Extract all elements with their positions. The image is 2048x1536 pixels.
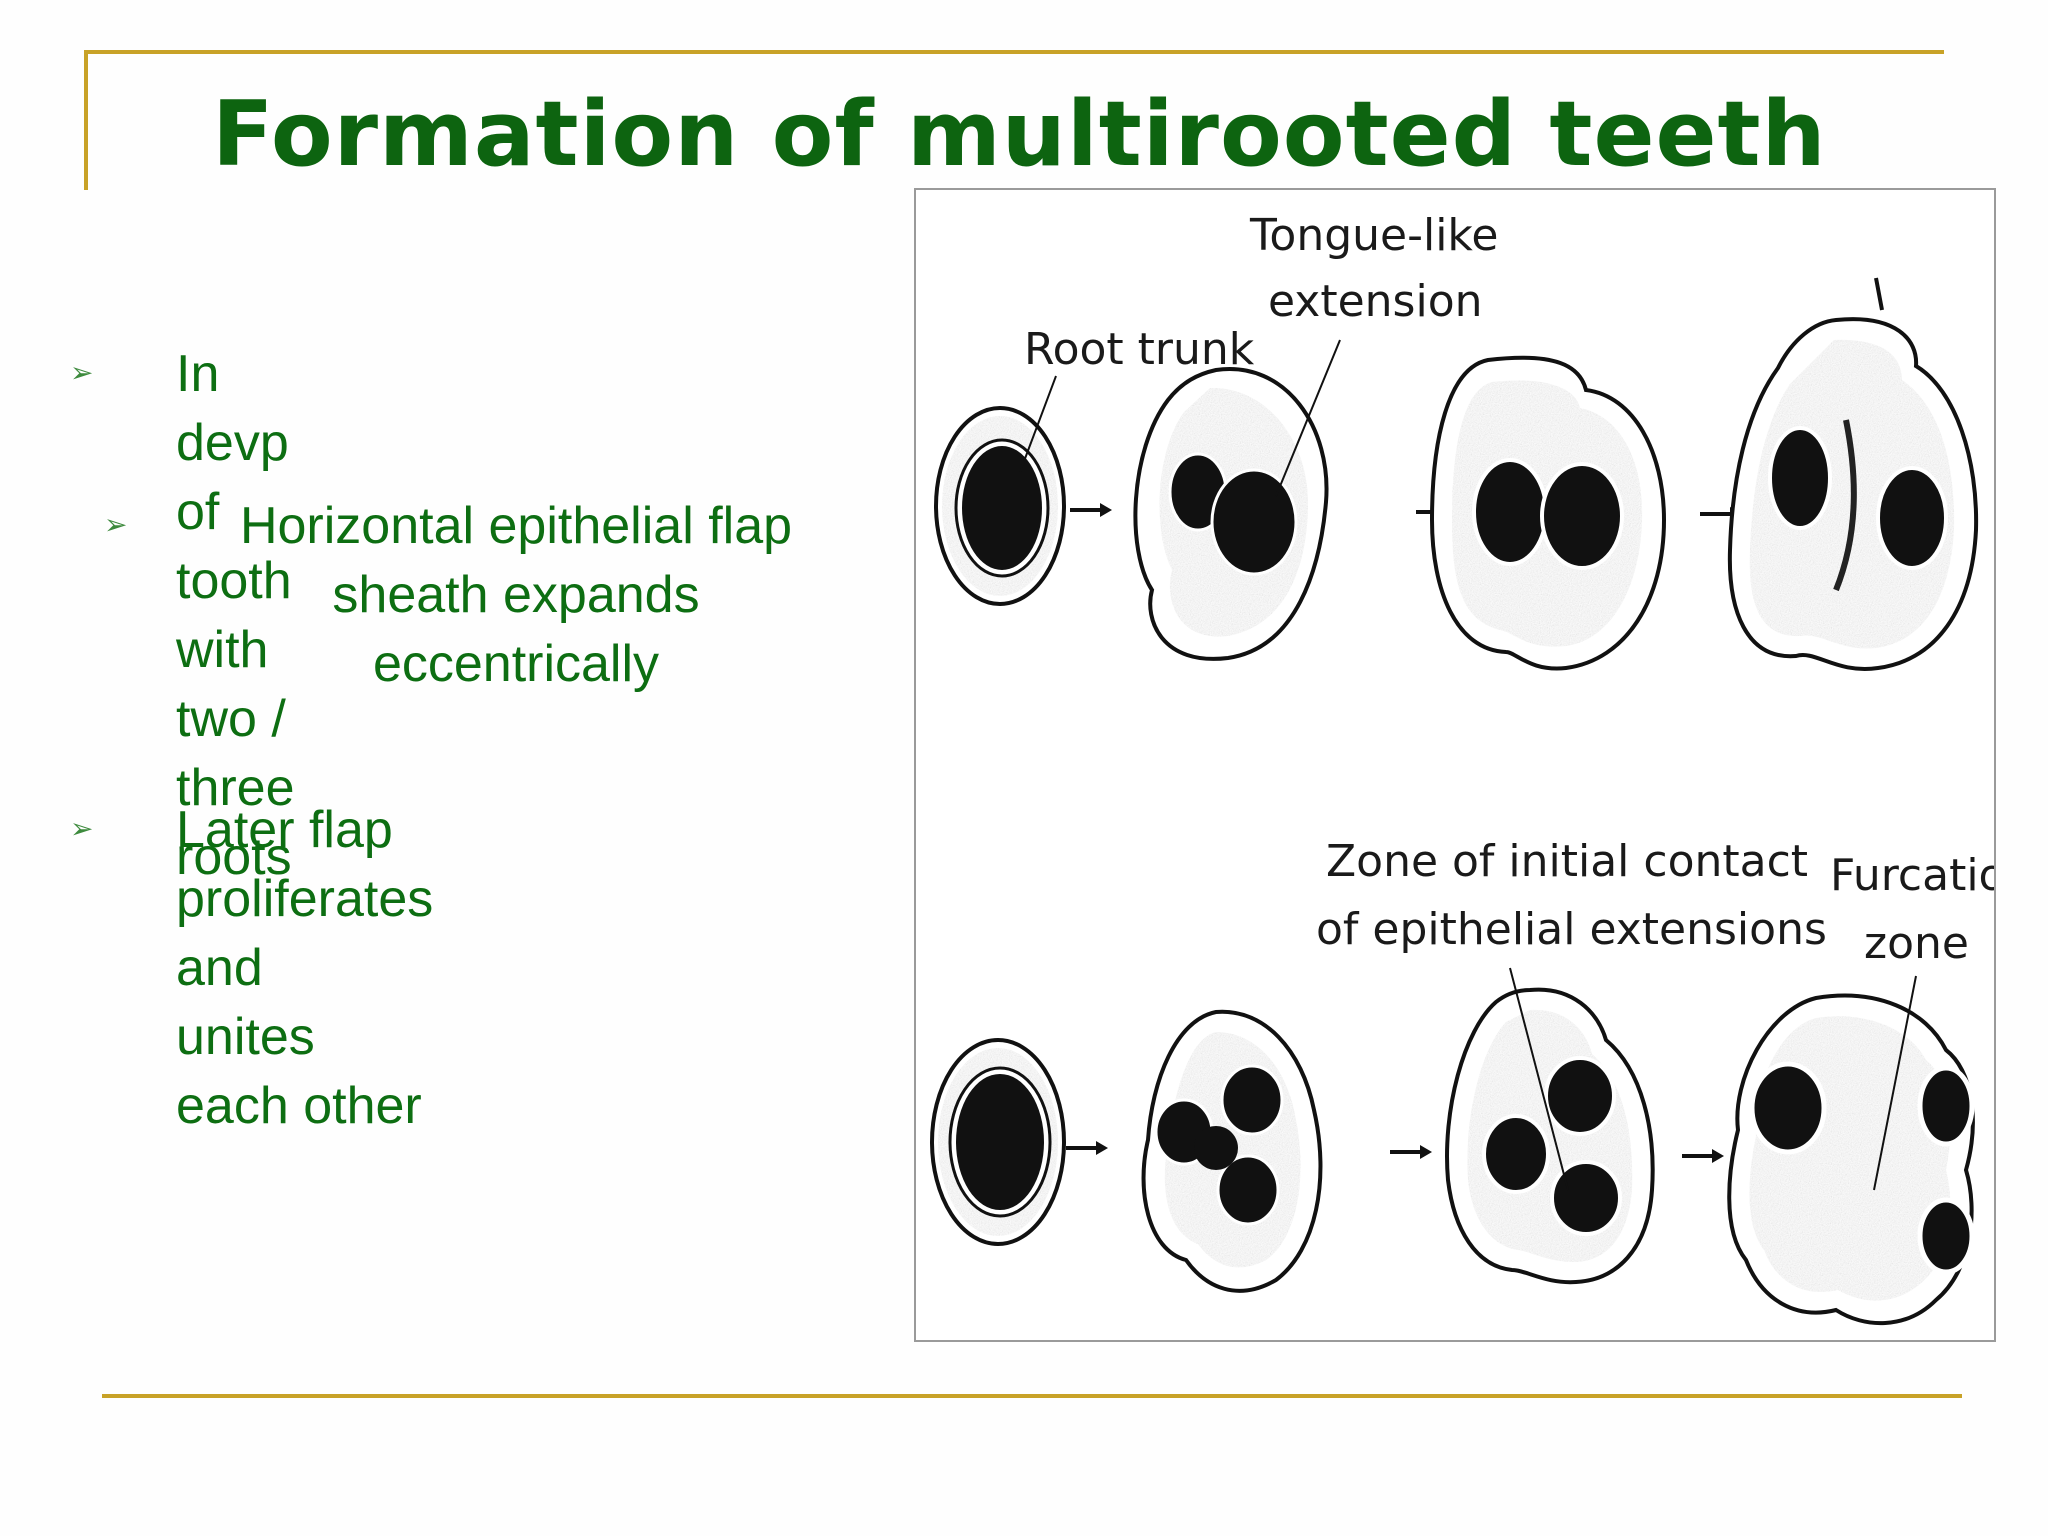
bullet-line: unites each other xyxy=(176,1008,422,1135)
bullet-marker-icon: ➢ xyxy=(104,509,128,540)
bullet-line: Later flap proliferates and xyxy=(176,801,434,997)
label-epithelial-extensions: of epithelial extensions xyxy=(1316,904,1827,955)
diagram-drawing: Root trunk Tongue-like extension xyxy=(930,210,1994,1326)
bullet-item: In devp of tooth with two / three roots xyxy=(176,340,295,892)
label-furcation: Furcation xyxy=(1830,850,1994,901)
bullet-marker-icon: ➢ xyxy=(70,813,94,844)
bullet-item: Later flap proliferates and unites each … xyxy=(176,796,433,1141)
left-rule xyxy=(84,50,88,190)
label-zone: zone xyxy=(1864,918,1969,969)
bullet-line: In devp of tooth with two / xyxy=(176,345,292,748)
tooth-bottom-1 xyxy=(930,1038,1066,1246)
bullet-line: three roots xyxy=(176,759,295,886)
tooth-top-4 xyxy=(1727,317,1979,671)
tooth-bottom-2 xyxy=(1141,1009,1323,1293)
label-zone-initial-contact: Zone of initial contact xyxy=(1326,836,1808,887)
tooth-bottom-4 xyxy=(1727,993,1975,1326)
tooth-formation-diagram: Root trunk Tongue-like extension xyxy=(914,188,1996,1342)
label-tongue-like: Tongue-like xyxy=(1249,210,1498,261)
bullet-item: Horizontal epithelial flap sheath expand… xyxy=(196,492,836,699)
tooth-top-3 xyxy=(1429,355,1667,671)
tooth-top-1 xyxy=(934,406,1066,606)
top-rule xyxy=(84,50,1944,54)
label-extension: extension xyxy=(1268,276,1483,327)
slide-title: Formation of multirooted teeth xyxy=(212,82,1827,187)
bullet-line: eccentrically xyxy=(372,635,660,693)
bottom-rule xyxy=(102,1394,1962,1398)
label-root-trunk: Root trunk xyxy=(1024,324,1255,375)
tooth-top-2 xyxy=(1133,367,1329,661)
bullet-line: sheath expands xyxy=(332,566,700,624)
tooth-bottom-3 xyxy=(1445,987,1655,1285)
bullet-line: Horizontal epithelial flap xyxy=(239,497,793,555)
bullet-marker-icon: ➢ xyxy=(70,357,94,388)
